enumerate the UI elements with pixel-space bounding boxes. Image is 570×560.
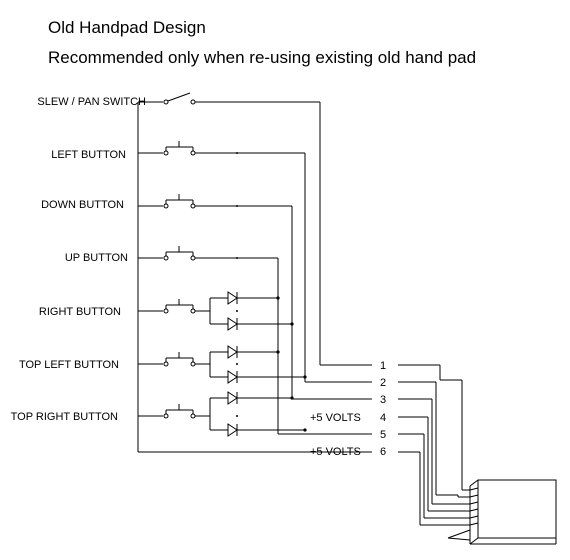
down-button-switch bbox=[138, 194, 293, 399]
diagram-title: Old Handpad Design bbox=[48, 18, 206, 37]
pin-3-label: 3 bbox=[380, 394, 387, 406]
top-left-button-switch bbox=[138, 345, 305, 384]
right-button-switch bbox=[138, 291, 292, 331]
up-button-label: UP BUTTON bbox=[64, 252, 128, 264]
pin-6-label: 6 bbox=[380, 446, 387, 458]
left-button-label: LEFT BUTTON bbox=[51, 149, 126, 161]
top-left-button-label: TOP LEFT BUTTON bbox=[18, 359, 119, 371]
junction-dots bbox=[236, 152, 307, 432]
down-button-label: DOWN BUTTON bbox=[41, 199, 124, 211]
top-right-button-label: TOP RIGHT BUTTON bbox=[10, 411, 118, 423]
left-button-switch bbox=[138, 141, 306, 382]
handpad-connector-plug bbox=[447, 479, 557, 545]
diagram-subtitle: Recommended only when re-using existing … bbox=[48, 48, 477, 67]
pin-4-label: 4 bbox=[380, 412, 387, 424]
slew-pan-switch bbox=[138, 92, 372, 366]
right-button-label: RIGHT BUTTON bbox=[38, 306, 121, 318]
pin-1-label: 1 bbox=[380, 360, 387, 372]
pin-4-volts-label: +5 VOLTS bbox=[310, 412, 361, 424]
up-button-switch bbox=[138, 246, 279, 434]
pin-2-label: 2 bbox=[380, 377, 387, 389]
connector-leads bbox=[398, 364, 470, 526]
pin-5-label: 5 bbox=[380, 429, 387, 441]
top-right-button-switch bbox=[138, 391, 305, 437]
slew-pan-switch-label: SLEW / PAN SWITCH bbox=[37, 96, 146, 108]
